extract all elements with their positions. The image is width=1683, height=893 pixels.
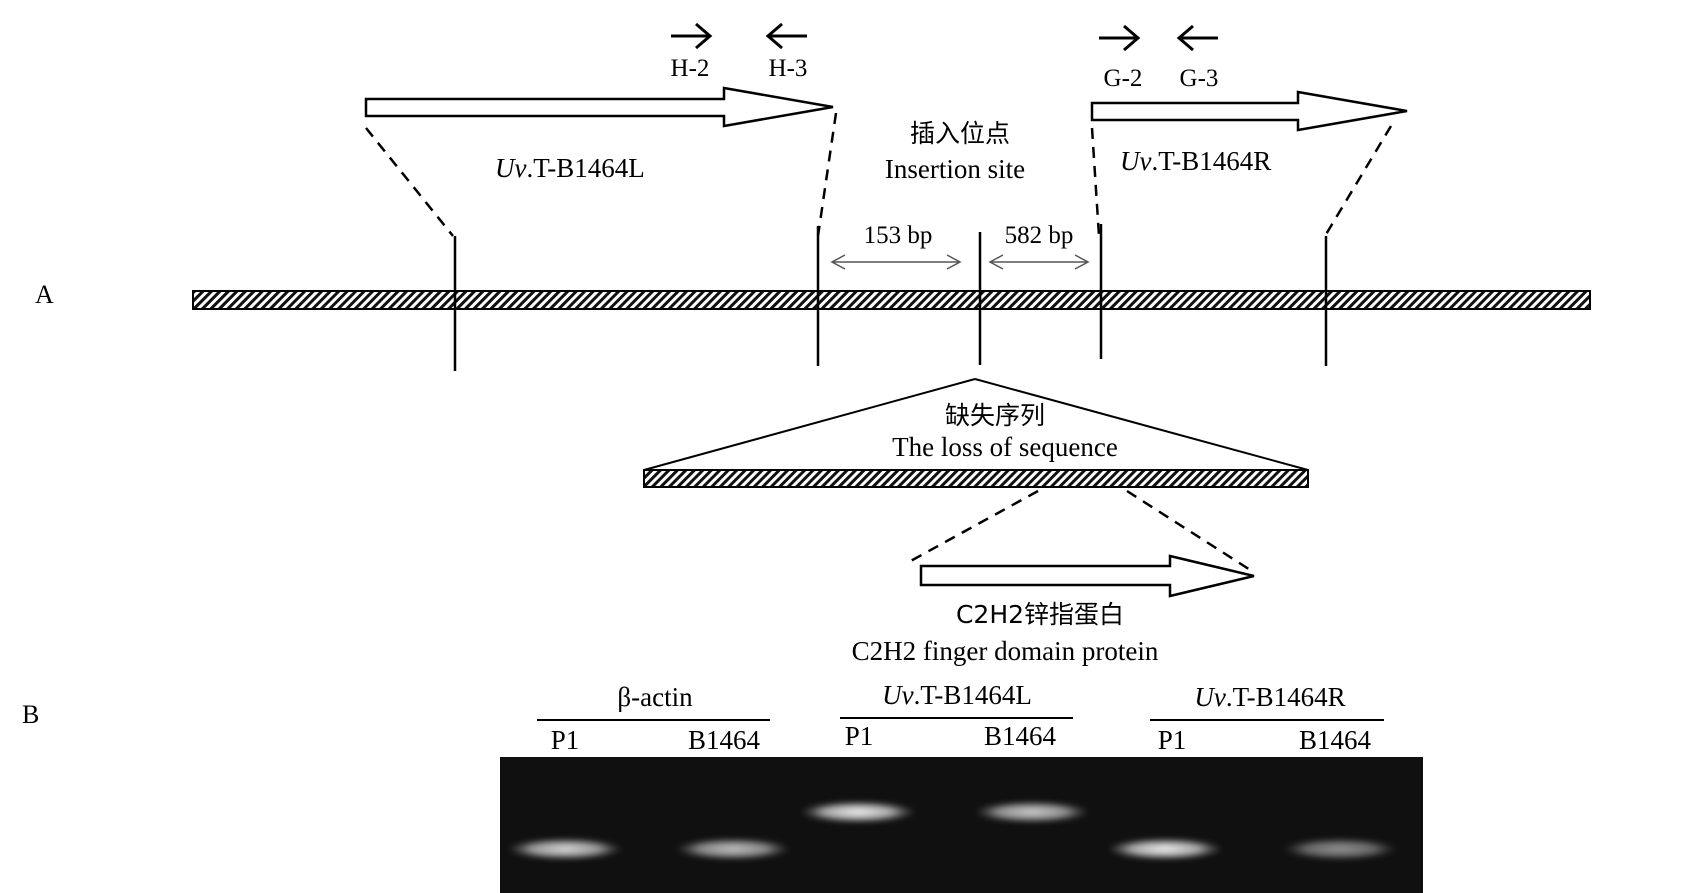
gel-lane-label: B1464 xyxy=(1299,725,1372,755)
distance-right-label: 582 bp xyxy=(1005,222,1074,249)
primer-g3-arrow-icon xyxy=(1176,24,1218,52)
insertion-site-label-zh: 插入位点 xyxy=(910,119,1010,148)
c2h2-gene-arrow xyxy=(919,554,1255,598)
deleted-sequence-bar xyxy=(643,469,1309,488)
right-flank-label: Uv.T-B1464R xyxy=(1120,146,1271,176)
gel-lane-label: B1464 xyxy=(984,721,1057,751)
panel-label-b: B xyxy=(22,700,39,729)
deletion-label-zh: 缺失序列 xyxy=(945,401,1045,430)
deletion-label-en: The loss of sequence xyxy=(892,432,1118,462)
gel-band-lane-2 xyxy=(675,838,791,860)
panel-label-a: A xyxy=(35,280,54,309)
left-flank-arrow xyxy=(364,86,834,128)
gel-band-lane-3 xyxy=(800,801,916,823)
deletion-triangle xyxy=(643,378,1309,471)
distance-arrows xyxy=(830,254,1090,270)
primer-h2-label: H-2 xyxy=(671,55,710,82)
gel-lane-label: P1 xyxy=(845,721,874,751)
primer-h3-arrow-icon xyxy=(765,22,807,50)
genomic-sequence-bar xyxy=(192,290,1591,310)
gel-band-lane-4 xyxy=(974,801,1090,823)
primer-h2-arrow-icon xyxy=(671,22,713,50)
gel-lane-label: P1 xyxy=(551,725,580,755)
gel-band-lane-6 xyxy=(1282,838,1398,860)
gene-label-en: C2H2 finger domain protein xyxy=(852,636,1159,666)
primer-g3-label: G-3 xyxy=(1180,65,1219,92)
primer-g2-label: G-2 xyxy=(1104,65,1143,92)
gel-lane-label: P1 xyxy=(1158,725,1187,755)
site-markers xyxy=(453,224,1328,371)
distance-left-label: 153 bp xyxy=(864,222,933,249)
gel-band-lane-1 xyxy=(507,838,623,860)
primer-h3-label: H-3 xyxy=(769,55,808,82)
primer-g2-arrow-icon xyxy=(1099,24,1141,52)
gene-label-zh: C2H2锌指蛋白 xyxy=(956,600,1124,629)
gene-projection-lines xyxy=(906,489,1256,575)
gel-bands xyxy=(507,801,1398,860)
gel-image xyxy=(500,757,1423,893)
insertion-site-label-en: Insertion site xyxy=(885,154,1025,184)
right-flank-arrow xyxy=(1090,90,1408,132)
gel-group-title-right-flank: Uv.T-B1464R xyxy=(1194,682,1345,712)
flank-projection-lines xyxy=(365,112,1393,237)
gel-lane-label: B1464 xyxy=(688,725,761,755)
left-flank-label: Uv.T-B1464L xyxy=(495,153,645,183)
gel-band-lane-5 xyxy=(1107,838,1223,860)
gel-group-title-actin: β-actin xyxy=(617,682,693,712)
gel-group-title-left-flank: Uv.T-B1464L xyxy=(882,680,1032,710)
